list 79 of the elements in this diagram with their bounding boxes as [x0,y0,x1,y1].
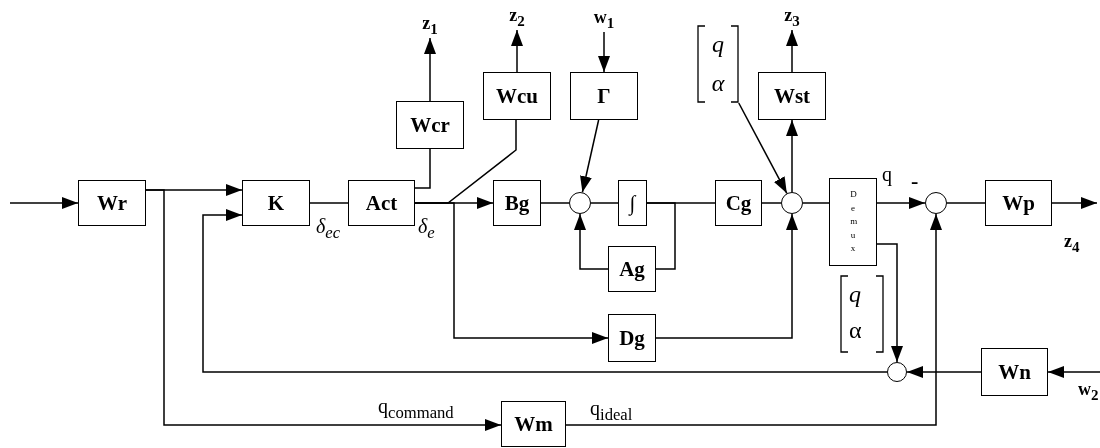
block-label: Wm [514,413,553,435]
signal-arrow [511,29,523,73]
block-box [985,180,1052,226]
signal-arrow [9,197,79,209]
signal-name: z$_{1}$ [422,13,438,37]
block-box [348,180,415,226]
signal-arrow [598,31,610,73]
signal-arrow [1047,366,1100,378]
block-box [78,180,146,226]
summing-junction [569,192,591,214]
block-label: Γ [597,85,611,107]
signal-arrow [655,213,798,339]
signal-arrow [906,366,982,378]
block-box [608,314,656,362]
block-label: Bg [504,192,530,214]
block-box [758,72,826,120]
signal-line [646,202,676,270]
block-label: Ag [619,258,645,280]
block-label: Wr [97,192,127,214]
signal-line [761,202,782,204]
signal-name: w$_{1}$ [593,7,615,31]
signal-name: - [911,170,919,192]
edge-label: δ$_{e}$ [418,216,435,242]
summing-junction [781,192,803,214]
block-label: Wn [998,361,1031,383]
signal-line [590,202,619,204]
signal-name: w$_{2}$ [1078,380,1099,403]
signal-name: z$_{3}$ [784,5,800,29]
signal-arrow [876,197,926,209]
block-box [570,72,638,120]
block-box [618,180,647,226]
vector-element: α [711,70,725,97]
signal-arrow [786,29,798,73]
block-box [396,101,464,149]
block-label: Wcu [496,85,538,107]
block-box [493,180,541,226]
signal-line [946,202,986,204]
block-label: ∫ [629,192,636,214]
block-box [981,348,1048,396]
block-box [608,246,656,292]
block-label: Wcr [410,114,450,136]
block-label: Dg [619,327,645,349]
block-box [715,180,762,226]
block-label: K [267,192,285,214]
block-box [501,401,566,447]
signal-name: α [849,318,862,342]
signal-arrow [424,37,436,102]
signal-line [802,202,830,204]
signal-arrow [565,213,942,426]
edge-label: q$_{command}$ [378,396,454,422]
block-box [829,178,877,266]
block-label: Cg [725,192,752,214]
signal-arrow [876,243,903,363]
signal-arrow [202,209,888,373]
edge-label: q$_{ideal}$ [590,398,633,424]
signal-arrow [145,189,502,431]
signal-name: z$_{4}$ [1064,232,1080,255]
block-box [242,180,310,226]
block-box [483,72,551,120]
signal-arrow [786,119,798,193]
summing-junction [887,362,907,382]
signal-name: z$_{2}$ [509,5,525,29]
signal-arrow [1051,197,1098,209]
edge-label: δ$_{ec}$ [316,216,341,242]
signal-line [309,202,349,204]
block-label: Act [365,192,398,214]
vector-element: q [712,31,724,58]
summing-junction [925,192,947,214]
signal-arrow [580,119,600,193]
signal-arrow [414,202,609,344]
signal-line [540,202,570,204]
edge-label: q [882,164,892,184]
signal-arrow [574,213,609,270]
block-label: Wst [773,85,811,107]
signal-arrow [738,102,788,195]
signal-name: q [849,282,861,306]
block-label: Demux [850,188,856,256]
block-label: Wp [1002,192,1035,214]
signal-line [414,148,431,189]
